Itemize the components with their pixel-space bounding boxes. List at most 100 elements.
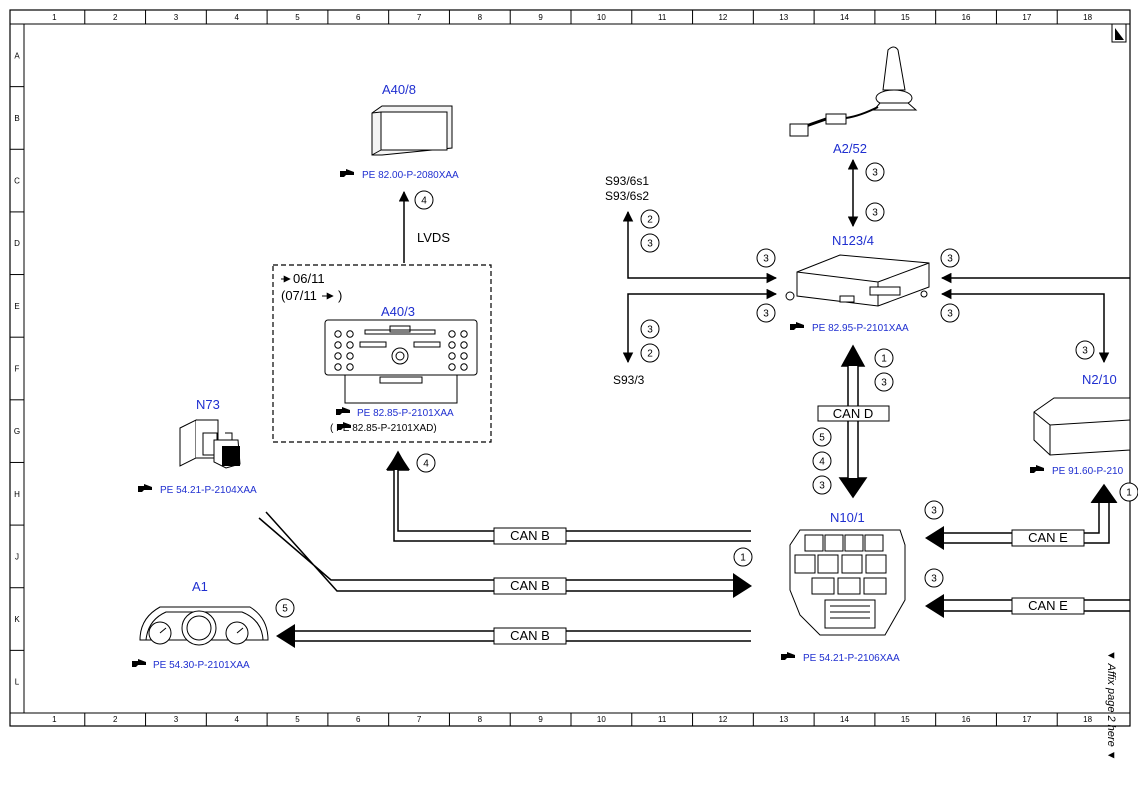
grid-column-label: 2	[113, 715, 118, 724]
grid-row-label: D	[14, 239, 20, 248]
grid-row-label: H	[14, 490, 20, 499]
can-b-label: CAN B	[510, 528, 550, 543]
svg-text:3: 3	[881, 378, 887, 389]
pointer-icon	[132, 659, 146, 667]
grid-column-label: 14	[840, 13, 849, 22]
svg-text:1: 1	[740, 553, 746, 564]
grid-column-label: 17	[1022, 13, 1031, 22]
marker-circle: 1	[874, 348, 894, 368]
pointer-icon	[1030, 465, 1044, 473]
lvds-label: LVDS	[417, 230, 450, 245]
reference-markers: 4 3 3 2 3 3 3 3 2 3 3 1 3 3 5 4 3 4 1 5 3 3 1	[275, 162, 1138, 618]
grid-row-label: G	[14, 427, 20, 436]
a40-3-date-to: (07/11	[281, 288, 317, 303]
drawing-frame	[9, 9, 1131, 727]
a40-8-label: A40/8	[382, 82, 416, 97]
a40-8-ref: PE 82.00-P-2080XAA	[362, 170, 459, 181]
grid-column-label: 18	[1083, 13, 1092, 22]
svg-text:3: 3	[872, 208, 878, 219]
n2-10-label: N2/10	[1082, 372, 1117, 387]
pointer-icon	[781, 652, 795, 660]
grid-column-label: 1	[52, 13, 57, 22]
grid-column-label: 12	[718, 715, 727, 724]
grid-column-label: 9	[538, 13, 543, 22]
grid-row-label: B	[14, 114, 19, 123]
svg-text:4: 4	[423, 459, 429, 470]
a40-3-variant-box	[272, 264, 492, 443]
grid-row-label: J	[15, 552, 19, 561]
s93-3-connection	[622, 288, 778, 364]
grid-column-label: 7	[417, 715, 422, 724]
can-b-label: CAN B	[510, 628, 550, 643]
n10-1-sam-module-icon	[789, 529, 906, 636]
marker-circle: 3	[940, 248, 960, 268]
marker-circle: 3	[924, 500, 944, 520]
s93-6s2-label: S93/6s2	[605, 189, 649, 203]
grid-column-label: 1	[52, 715, 57, 724]
grid-column-label: 11	[658, 13, 667, 22]
svg-text:3: 3	[763, 309, 769, 320]
pointer-icon	[790, 322, 804, 330]
marker-circle: 2	[640, 343, 660, 363]
marker-circle: 3	[756, 248, 776, 268]
marker-circle: 3	[1075, 340, 1095, 360]
svg-text:5: 5	[819, 433, 825, 444]
can-b-bus-n73	[258, 511, 752, 598]
n123-4-ref: PE 82.95-P-2101XAA	[812, 323, 909, 334]
grid-column-label: 5	[295, 13, 300, 22]
a1-instrument-cluster-icon	[139, 606, 269, 646]
grid-column-label: 7	[417, 13, 422, 22]
n73-ignition-switch-icon	[179, 419, 241, 469]
svg-text:4: 4	[421, 196, 427, 207]
grid-column-label: 4	[234, 715, 239, 724]
svg-text:1: 1	[1126, 488, 1132, 499]
s93-6s1-label: S93/6s1	[605, 174, 649, 188]
svg-text:2: 2	[647, 215, 653, 226]
marker-circle: 5	[275, 598, 295, 618]
marker-circle: 5	[812, 427, 832, 447]
grid-column-label: 10	[597, 13, 606, 22]
n123-4-module-icon	[785, 254, 930, 307]
grid-column-label: 3	[174, 13, 179, 22]
marker-circle: 3	[924, 568, 944, 588]
pointer-icon	[340, 169, 354, 177]
can-e-label: CAN E	[1028, 530, 1068, 545]
svg-text:3: 3	[819, 481, 825, 492]
a1-label: A1	[192, 579, 208, 594]
svg-text:2: 2	[647, 349, 653, 360]
grid-row-label: F	[15, 365, 20, 374]
a40-3-label: A40/3	[381, 304, 415, 319]
grid-column-label: 4	[234, 13, 239, 22]
marker-circle: 3	[756, 303, 776, 323]
svg-text:3: 3	[931, 506, 937, 517]
grid-row-label: L	[15, 678, 20, 687]
n2-10-module-icon	[1033, 397, 1131, 456]
svg-text:3: 3	[947, 309, 953, 320]
svg-text:4: 4	[819, 457, 825, 468]
grid-column-label: 15	[901, 13, 910, 22]
grid-column-label: 8	[478, 715, 483, 724]
marker-circle: 3	[865, 202, 885, 222]
marker-circle: 3	[865, 162, 885, 182]
marker-circle: 4	[414, 190, 434, 210]
a40-3-ref-alt: ( PE 82.85-P-2101XAD)	[330, 423, 437, 434]
grid-column-label: 17	[1022, 715, 1031, 724]
marker-circle: 3	[940, 303, 960, 323]
n73-label: N73	[196, 397, 220, 412]
grid-column-label: 12	[718, 13, 727, 22]
marker-circle: 3	[640, 233, 660, 253]
svg-text:3: 3	[947, 254, 953, 265]
grid-column-label: 6	[356, 13, 361, 22]
grid-column-label: 11	[658, 715, 667, 724]
can-e-label: CAN E	[1028, 598, 1068, 613]
n10-1-label: N10/1	[830, 510, 865, 525]
marker-circle: 3	[640, 319, 660, 339]
grid-column-label: 13	[779, 715, 788, 724]
n2-10-n123-4-connection	[940, 288, 1110, 364]
a40-3-head-unit-icon	[324, 319, 478, 404]
a2-52-label: A2/52	[833, 141, 867, 156]
grid-column-label: 10	[597, 715, 606, 724]
a40-8-display-icon	[371, 105, 453, 156]
a2-52-antenna-icon	[789, 46, 918, 137]
